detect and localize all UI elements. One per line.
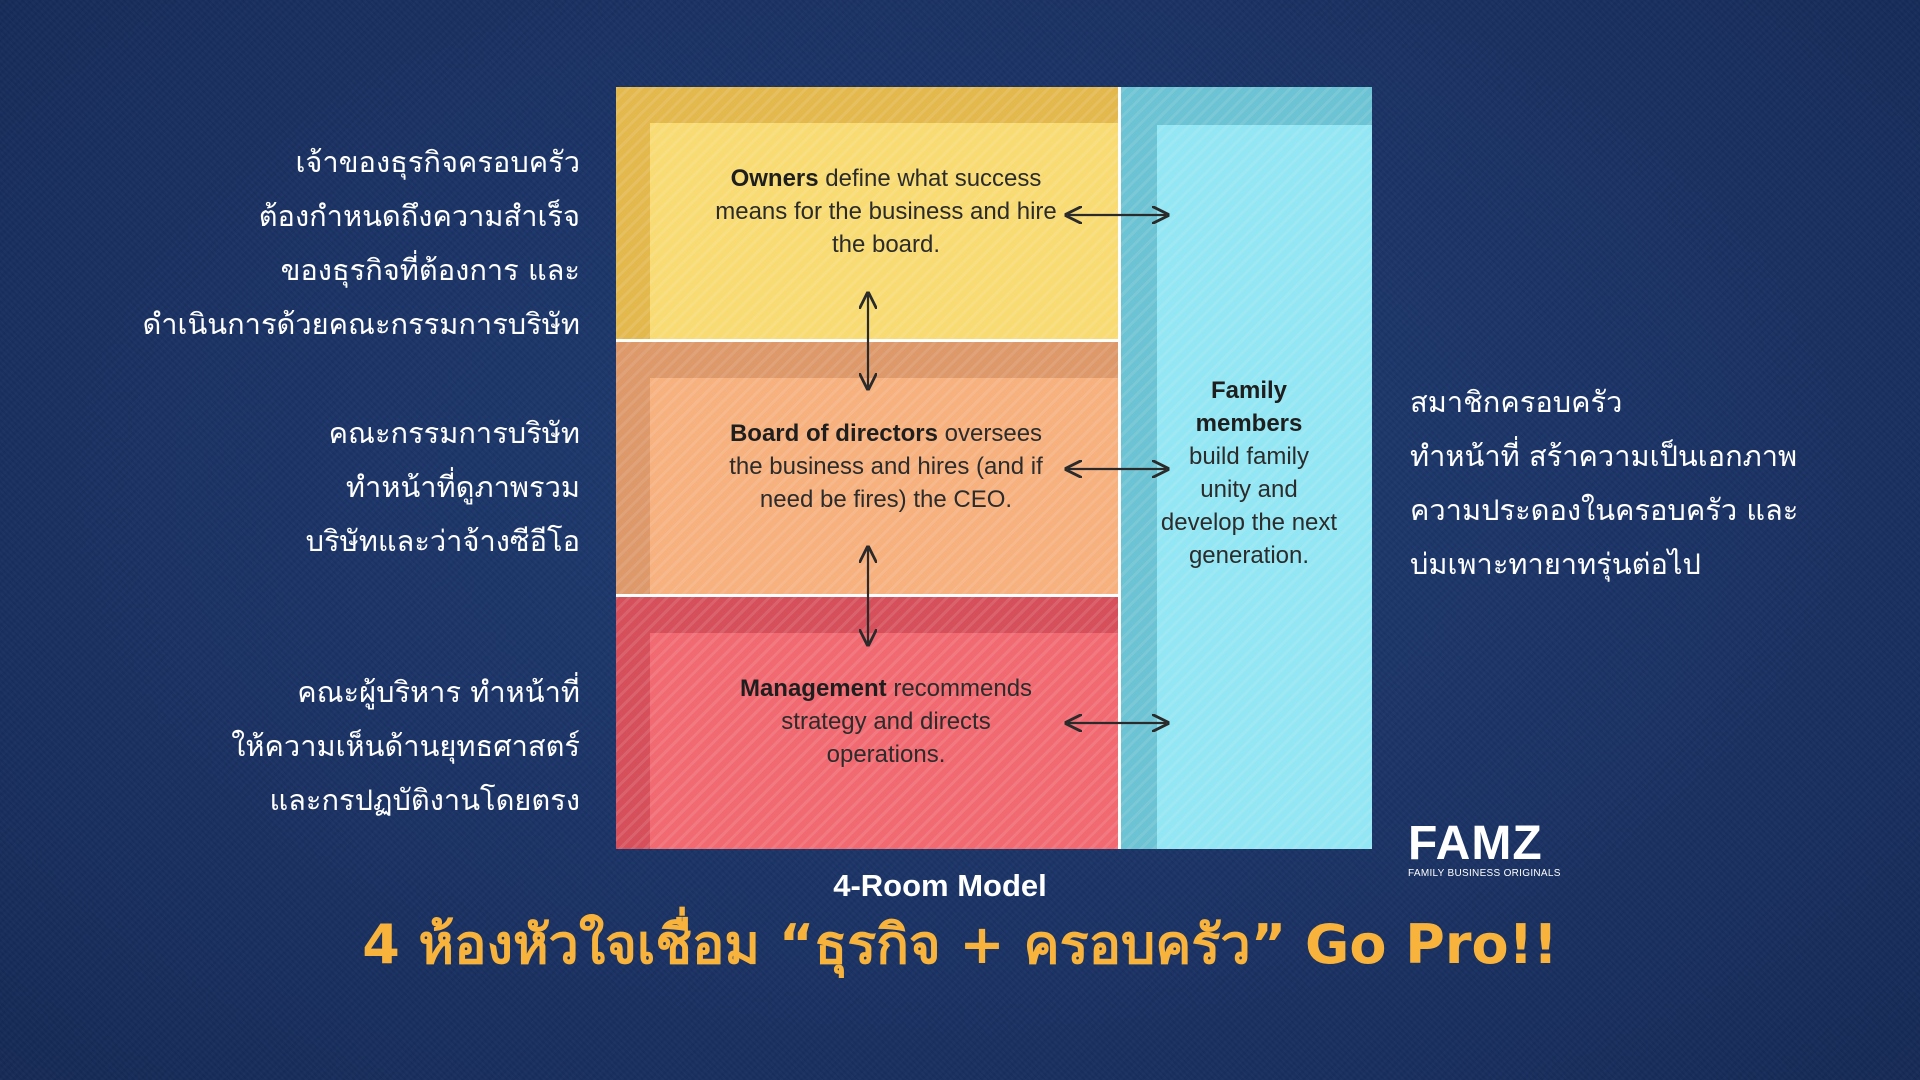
owners-room bbox=[616, 87, 1118, 339]
text-line: คณะกรรมการบริษัท bbox=[328, 416, 580, 450]
management-room bbox=[616, 597, 1118, 849]
family-room-text: Family members build family unity and de… bbox=[1136, 374, 1362, 572]
text-line: ให้ความเห็นด้านยุทธศาสตร์ bbox=[231, 729, 580, 763]
text-line: ทำหน้าที่ดูภาพรวม bbox=[345, 470, 580, 504]
management-text: operations. bbox=[826, 741, 946, 768]
text-line: และกรปฏบัติงานโดยตรง bbox=[269, 783, 580, 817]
logo-tagline: FAMILY BUSINESS ORIGINALS bbox=[1408, 868, 1561, 879]
text-line: สมาชิกครอบครัว bbox=[1410, 385, 1623, 419]
text-line: ทำหน้าที่ สร้าความเป็นเอกภาพ bbox=[1410, 439, 1798, 473]
family-text: develop the next bbox=[1160, 509, 1338, 536]
board-label: Board of directors bbox=[729, 420, 938, 447]
family-text: build family bbox=[1188, 443, 1310, 470]
owners-label: Owners bbox=[730, 165, 819, 192]
family-text: unity and bbox=[1200, 476, 1298, 503]
family-text: generation. bbox=[1188, 542, 1310, 569]
family-label: members bbox=[1195, 410, 1303, 437]
text-line: ต้องกำหนดถึงความสำเร็จ bbox=[258, 199, 580, 233]
management-text: recommends bbox=[886, 675, 1033, 702]
text-line: ดำเนินการด้วยคณะกรรมการบริษัท bbox=[142, 307, 580, 341]
family-description: สมาชิกครอบครัว ทำหน้าที่ สร้าความเป็นเอก… bbox=[1410, 375, 1798, 591]
owners-room-text: Owners define what success means for the… bbox=[676, 162, 1096, 261]
text-line: บ่มเพาะทายาทรุ่นต่อไป bbox=[1410, 547, 1701, 581]
four-room-diagram: Owners define what success means for the… bbox=[616, 87, 1372, 849]
owners-text: the board. bbox=[831, 231, 941, 258]
logo-name: FAMZ bbox=[1408, 817, 1543, 870]
board-text: oversees bbox=[937, 420, 1043, 447]
management-text: strategy and directs bbox=[781, 708, 991, 735]
headline: 4 ห้องหัวใจเชื่อม “ธุรกิจ + ครอบครัว” Go… bbox=[362, 913, 1558, 976]
board-description: คณะกรรมการบริษัท ทำหน้าที่ดูภาพรวม บริษั… bbox=[306, 406, 580, 568]
famz-logo: FAMZ FAMILY BUSINESS ORIGINALS bbox=[1408, 820, 1561, 880]
management-label: Management bbox=[739, 675, 887, 702]
owners-text: means for the business and hire bbox=[715, 198, 1057, 225]
board-text: need be fires) the CEO. bbox=[759, 486, 1013, 513]
text-line: เจ้าของธุรกิจครอบครัว bbox=[295, 145, 580, 179]
text-line: คณะผู้บริหาร ทำหน้าที่ bbox=[297, 675, 580, 709]
owners-description: เจ้าของธุรกิจครอบครัว ต้องกำหนดถึงความสำ… bbox=[142, 135, 580, 351]
owners-text: define what success bbox=[818, 165, 1042, 192]
diagram-caption: 4-Room Model bbox=[833, 868, 1047, 903]
board-text: the business and hires (and if bbox=[729, 453, 1043, 480]
connection-arrows bbox=[616, 87, 1372, 849]
management-room-text: Management recommends strategy and direc… bbox=[676, 672, 1096, 771]
text-line: ความประดองในครอบครัว และ bbox=[1410, 493, 1799, 527]
board-room-text: Board of directors oversees the business… bbox=[676, 417, 1096, 516]
family-label: Family bbox=[1210, 377, 1288, 404]
text-line: ของธุรกิจที่ต้องการ และ bbox=[280, 253, 580, 287]
management-description: คณะผู้บริหาร ทำหน้าที่ ให้ความเห็นด้านยุ… bbox=[231, 665, 580, 827]
text-line: บริษัทและว่าจ้างซีอีโอ bbox=[305, 524, 580, 558]
